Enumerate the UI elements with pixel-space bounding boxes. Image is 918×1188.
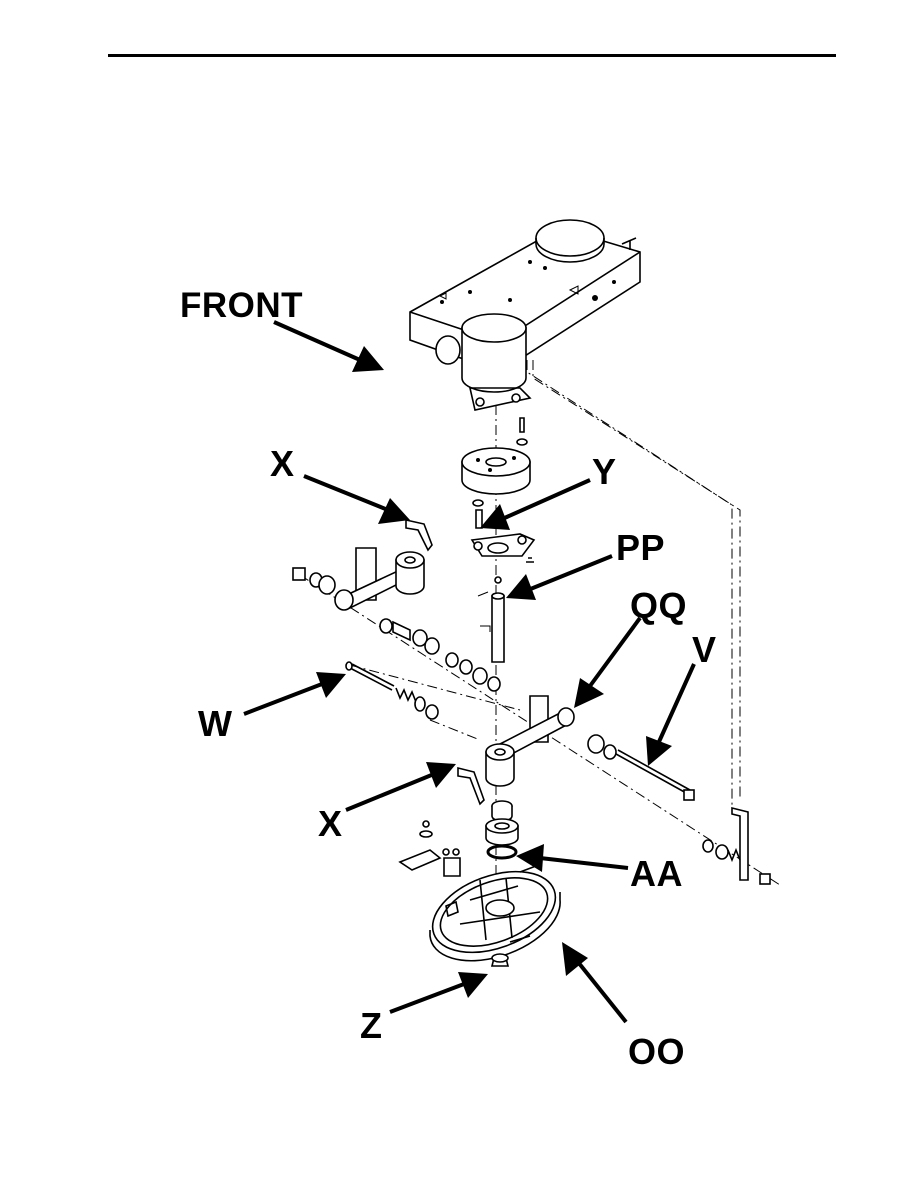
arrow-x-top <box>304 476 388 510</box>
bearing-stack <box>486 801 518 858</box>
lower-idler-arm <box>458 696 574 804</box>
label-pp: PP <box>616 530 665 566</box>
arrow-pp <box>528 556 612 590</box>
label-x-bottom: X <box>318 806 343 842</box>
pulley-shaft <box>478 592 504 662</box>
small-hardware <box>400 821 460 876</box>
arrow-z <box>390 984 464 1012</box>
arrow-x-bottom <box>346 774 434 810</box>
label-v: V <box>692 632 717 668</box>
arrowhead-x-top <box>378 498 410 524</box>
upper-idler-arm <box>335 520 432 610</box>
arrow-oo <box>578 962 626 1022</box>
label-z: Z <box>360 1008 383 1044</box>
label-oo: OO <box>628 1034 685 1070</box>
arrow-front <box>274 322 360 360</box>
label-qq: QQ <box>630 588 687 624</box>
label-x-top: X <box>270 446 295 482</box>
arrowhead-qq <box>574 678 604 708</box>
bolt-w-assembly <box>346 662 438 719</box>
bolt-v-assembly <box>588 735 694 800</box>
arrow-qq <box>590 618 640 686</box>
label-front: FRONT <box>180 288 303 323</box>
arrow-aa <box>540 858 628 868</box>
label-y: Y <box>592 454 617 490</box>
label-aa: AA <box>630 856 683 892</box>
arrow-v <box>658 664 694 744</box>
arrow-w <box>244 684 322 714</box>
gearbox-housing <box>410 220 640 410</box>
label-w: W <box>198 706 232 742</box>
